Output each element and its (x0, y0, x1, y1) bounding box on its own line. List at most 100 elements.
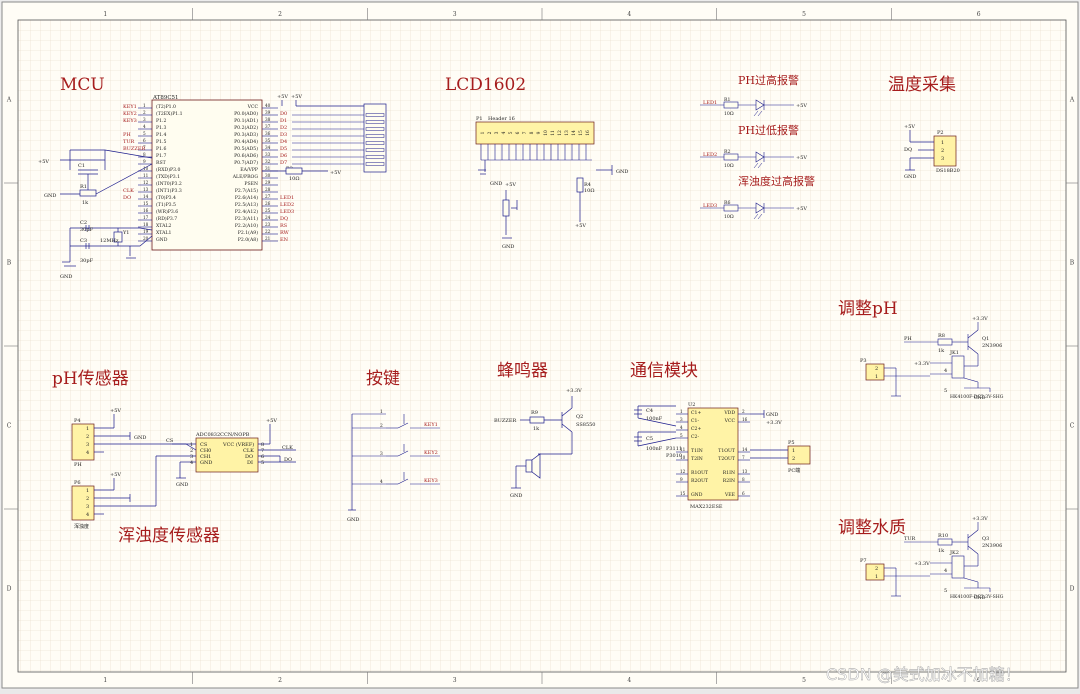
comm-txd: P3111 (666, 446, 682, 452)
relay-output-connector (865, 363, 885, 381)
max232-pin-name: R2IN (723, 478, 735, 484)
mcu-pin-name: XTAL1 (156, 230, 171, 236)
max232-pin-number: 16 (742, 417, 748, 422)
relay-gnd: GND (974, 395, 986, 401)
adc-pin-ch0: CH0 (200, 448, 211, 454)
ph-sensor-title: pH传感器 (52, 369, 129, 389)
comm-gnd: GND (766, 412, 778, 418)
temp-ref: P2 (937, 130, 944, 136)
mcu-pin-name: VCC (247, 104, 259, 110)
switch-icon (397, 450, 409, 457)
relay-coil (951, 555, 965, 579)
mcu-pin-number: 7 (143, 145, 146, 150)
mcu-pin-name: (T0)P3.4 (156, 194, 176, 201)
adc-chip-body (195, 437, 259, 473)
lcd-gnd-label-3: GND (616, 169, 628, 175)
r2-val: 10Ω (289, 176, 300, 182)
mcu-pin-name: (INT0)P3.2 (156, 180, 182, 187)
temp-pin-1: 1 (941, 140, 944, 146)
max232-pin-name: C1- (691, 418, 699, 424)
mcu-oscillator (60, 149, 153, 267)
switch-icon (397, 422, 409, 429)
buzzer-net: BUZZER (494, 418, 516, 424)
turb-conn-ref: P6 (74, 480, 81, 486)
pc-pin-1: 1 (792, 448, 795, 454)
mcu-pin-name: P2.1(A9) (238, 229, 258, 236)
mcu-pin-number: 6 (143, 138, 146, 143)
turb-pin-4: 4 (86, 512, 89, 518)
max232-pin-number: 3 (680, 417, 683, 422)
mcu-pin-name: XTAL2 (156, 223, 171, 229)
mcu-net-label: D0 (280, 111, 287, 117)
watermark: CSDN @美式加冰不加糖！ (826, 665, 1021, 684)
mcu-pin-name: (T2EX)P1.1 (156, 110, 183, 117)
mcu-net-label: RS (280, 223, 288, 229)
max232-pin-number: 8 (742, 477, 745, 482)
mcu-pin-name: P0.1(AD1) (234, 117, 258, 124)
temp-pin-2: 2 (941, 148, 944, 154)
adc-rnum-6: 6 (261, 454, 264, 460)
comm-vcc: +3.3V (766, 420, 782, 426)
column-label: 6 (977, 11, 981, 18)
reset-res-ref: R1 (80, 184, 87, 190)
turbidity-connector-body (71, 485, 95, 521)
alarm-net: LED3 (703, 203, 717, 209)
mcu-pin-name: P2.5(A13) (235, 201, 258, 208)
ph-pin-1: 1 (86, 426, 89, 432)
max232-pin-name: C1+ (691, 410, 701, 416)
alarm-res-ref: R2 (724, 149, 730, 155)
relay-coil-vcc: +3.3V (914, 361, 930, 367)
buzzer-title: 蜂鸣器 (497, 361, 548, 381)
alarm-vcc: +5V (796, 155, 807, 161)
alarm-res-ref: R1 (724, 97, 730, 103)
ds18b20-body (933, 135, 957, 167)
temperature-block: P2 +5V DQ GND DS18B20 1 2 3 (904, 124, 960, 180)
adc-lnum-3: 3 (190, 454, 193, 460)
relay-pin-5: 5 (944, 388, 947, 394)
mcu-pin-name: GND (156, 237, 168, 243)
mcu-pin-name: (WR)P3.6 (156, 208, 178, 215)
column-label: 3 (453, 11, 457, 18)
lcd-vcc-label-2: +5V (575, 223, 586, 229)
lcd-pin-number: 6 (516, 131, 521, 134)
r4-ref: R4 (584, 182, 591, 188)
mcu-pin-name: (RD)P3.7 (156, 215, 177, 222)
max232-pin-number: 13 (742, 469, 748, 474)
mcu-pin-number: 31 (265, 166, 271, 171)
buzzer-block: BUZZER R9 1k Q2 SS8550 +3.3V GND (494, 388, 596, 499)
mcu-pin-name: (T2)P1.0 (156, 103, 176, 110)
led-icon (755, 202, 765, 214)
relay-vcc: +3.3V (972, 516, 988, 522)
mcu-pin-number: 33 (265, 152, 271, 157)
lcd-pin-number: 5 (509, 131, 514, 134)
max232-pin-number: 1 (680, 409, 683, 414)
mcu-pin-name: (TXD)P3.1 (156, 173, 180, 180)
row-label: D (1070, 586, 1075, 593)
mcu-pin-number: 9 (143, 159, 146, 164)
relay-pin-5: 5 (944, 588, 947, 594)
mcu-pin-name: ALE/PROG (232, 174, 259, 180)
lcd-pin-number: 4 (502, 131, 507, 134)
max232-pin-name: T1IN (691, 448, 703, 454)
mcu-pin-number: 12 (143, 180, 149, 185)
mcu-net-label: D2 (280, 125, 287, 131)
mcu-pin-name: P2.2(A10) (235, 222, 258, 229)
temperature-title: 温度采集 (888, 75, 956, 95)
key-net: KEY2 (424, 450, 438, 456)
relay-coil-vcc: +3.3V (914, 561, 930, 567)
mcu-net-label: DQ (280, 216, 288, 222)
lcd-pin-number: 1 (481, 131, 486, 134)
row-label: C (7, 423, 12, 430)
lcd-pin-number: 13 (565, 130, 570, 136)
ph-conn-vcc: +5V (110, 408, 121, 414)
row-label: C (1070, 423, 1075, 430)
mcu-pin-name: EA/VPP (240, 167, 258, 173)
mcu-pin-number: 24 (265, 215, 271, 220)
buzzer-q-part: SS8550 (576, 422, 596, 428)
mcu-vcc-label: +5V (38, 159, 49, 165)
resistor-network (262, 100, 387, 175)
adc-part: ADC0832CCN/NOPB (195, 432, 250, 438)
